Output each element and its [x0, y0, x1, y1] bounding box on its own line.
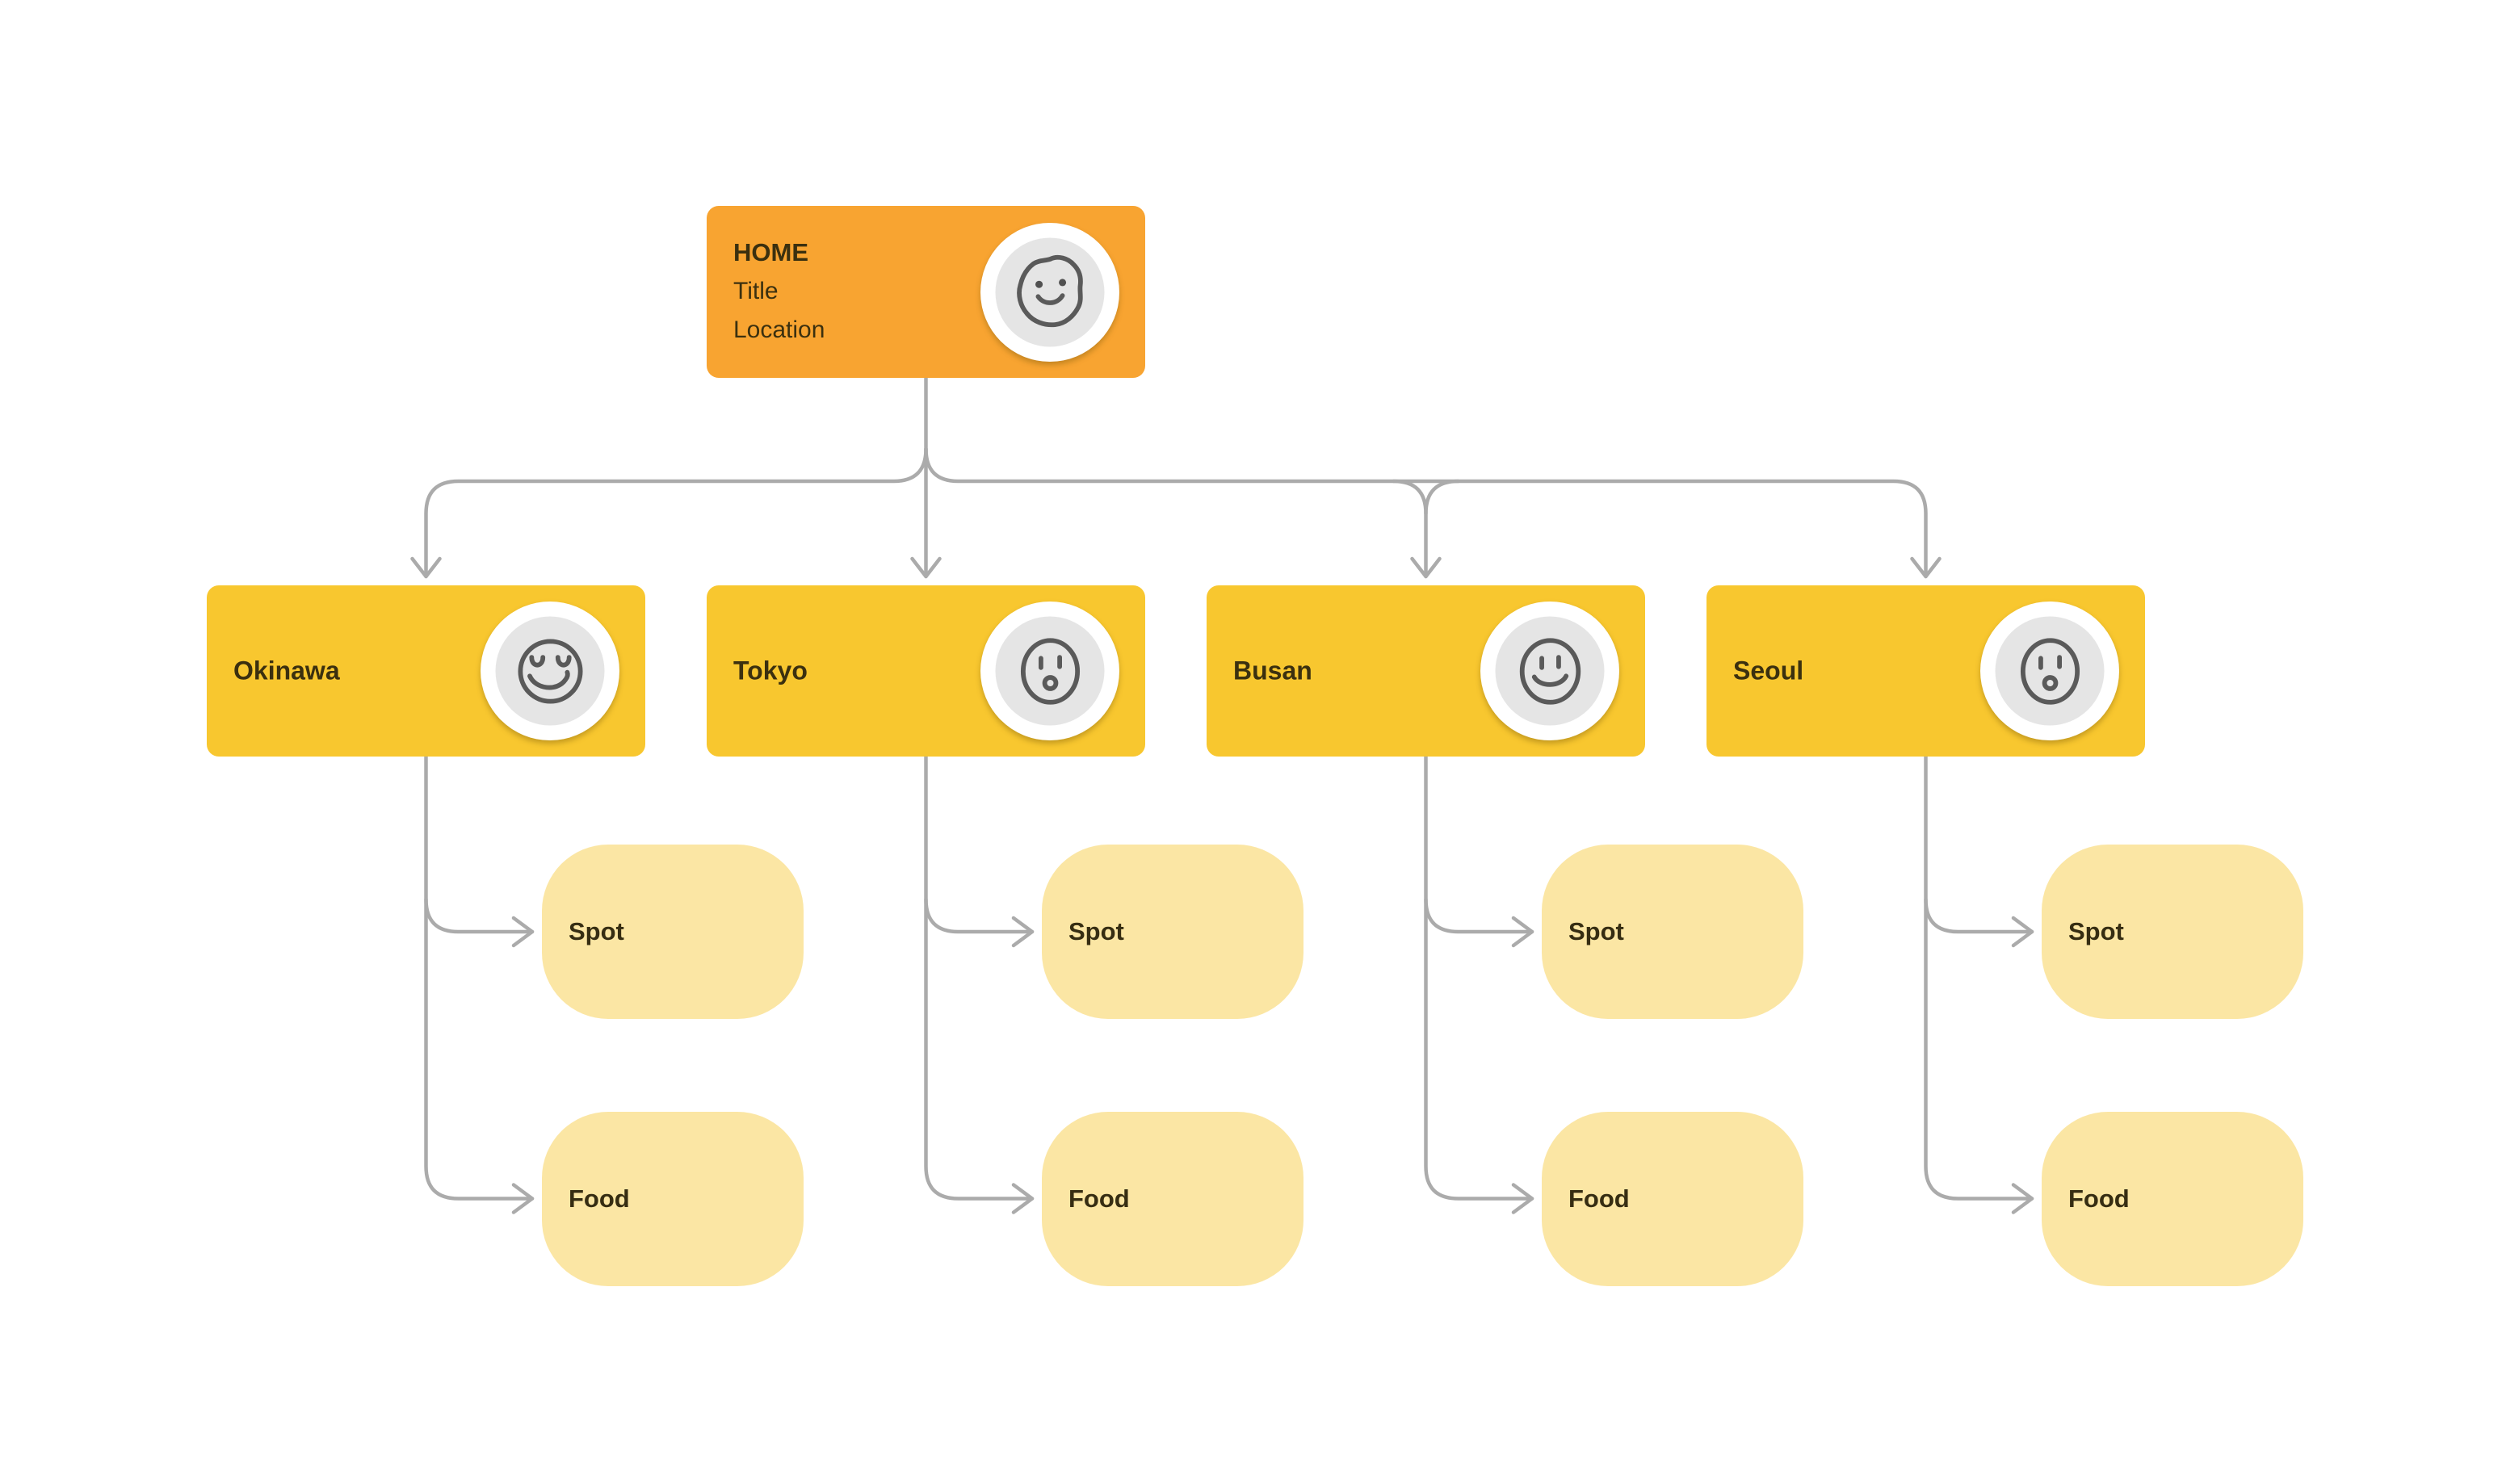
node-city-tokyo[interactable]: Tokyo	[707, 585, 1145, 757]
seoul-avatar-badge	[1980, 602, 2119, 740]
arrowhead-okinawa	[410, 556, 442, 579]
home-field-title: Title	[733, 278, 779, 304]
blob-smile-face-icon	[1016, 254, 1083, 328]
node-city-okinawa[interactable]: Okinawa	[207, 585, 645, 757]
tokyo-children-connector	[924, 754, 1035, 1214]
home-to-cities-connector	[410, 375, 1942, 579]
busan-avatar-badge	[1480, 602, 1619, 740]
node-tokyo-food[interactable]: Food	[1042, 1112, 1303, 1286]
tokyo-avatar-circle	[995, 616, 1105, 726]
node-okinawa-food[interactable]: Food	[542, 1112, 804, 1286]
arrowhead-tokyo-spot	[1011, 916, 1035, 948]
node-home[interactable]: HOME Title Location	[707, 206, 1145, 378]
arrowhead-tokyo	[910, 556, 942, 579]
home-title: HOME	[733, 238, 808, 266]
okinawa-avatar-badge	[481, 602, 619, 740]
arrowhead-busan-spot	[1511, 916, 1534, 948]
arrowhead-seoul-food	[2011, 1183, 2034, 1214]
home-field-location: Location	[733, 317, 825, 343]
seoul-avatar-circle	[1995, 616, 2105, 726]
seoul-children-connector	[1924, 754, 2034, 1214]
node-seoul-food[interactable]: Food	[2042, 1112, 2303, 1286]
arrowhead-tokyo-food	[1011, 1183, 1035, 1214]
tokyo-avatar-badge	[980, 602, 1119, 740]
node-city-busan[interactable]: Busan	[1207, 585, 1645, 757]
arrowhead-okinawa-spot	[511, 916, 535, 948]
node-seoul-spot[interactable]: Spot	[2042, 845, 2303, 1019]
home-avatar-circle	[995, 237, 1105, 346]
surprised-face-icon	[1020, 637, 1080, 705]
child-label-seoul-food: Food	[2068, 1184, 2130, 1213]
node-tokyo-spot[interactable]: Spot	[1042, 845, 1303, 1019]
city-label-seoul: Seoul	[1733, 656, 1804, 685]
node-okinawa-spot[interactable]: Spot	[542, 845, 804, 1019]
arrowhead-seoul-spot	[2011, 916, 2034, 948]
city-label-okinawa: Okinawa	[233, 656, 340, 685]
home-text-block: HOME Title Location	[733, 233, 825, 350]
city-label-busan: Busan	[1233, 656, 1312, 685]
home-avatar-badge	[980, 222, 1119, 362]
arrowhead-okinawa-food	[511, 1183, 535, 1214]
child-label-tokyo-food: Food	[1068, 1184, 1130, 1213]
busan-children-connector	[1424, 754, 1534, 1214]
child-label-tokyo-spot: Spot	[1068, 917, 1124, 945]
closed-eyes-smile-face-icon	[517, 638, 583, 704]
child-label-okinawa-spot: Spot	[569, 917, 624, 945]
busan-avatar-circle	[1495, 616, 1605, 726]
node-busan-food[interactable]: Food	[1542, 1112, 1803, 1286]
okinawa-children-connector	[424, 754, 535, 1214]
child-label-busan-food: Food	[1568, 1184, 1630, 1213]
node-city-seoul[interactable]: Seoul	[1706, 585, 2145, 757]
node-busan-spot[interactable]: Spot	[1542, 845, 1803, 1019]
child-label-seoul-spot: Spot	[2068, 917, 2124, 945]
child-label-busan-spot: Spot	[1568, 917, 1624, 945]
open-eyes-smile-face-icon	[1519, 637, 1581, 705]
arrowhead-busan-food	[1511, 1183, 1534, 1214]
city-label-tokyo: Tokyo	[733, 656, 808, 685]
surprised-face-icon	[2020, 637, 2080, 705]
okinawa-avatar-circle	[495, 616, 605, 726]
arrowhead-seoul	[1910, 556, 1942, 579]
arrowhead-busan	[1410, 556, 1442, 579]
child-label-okinawa-food: Food	[569, 1184, 630, 1213]
